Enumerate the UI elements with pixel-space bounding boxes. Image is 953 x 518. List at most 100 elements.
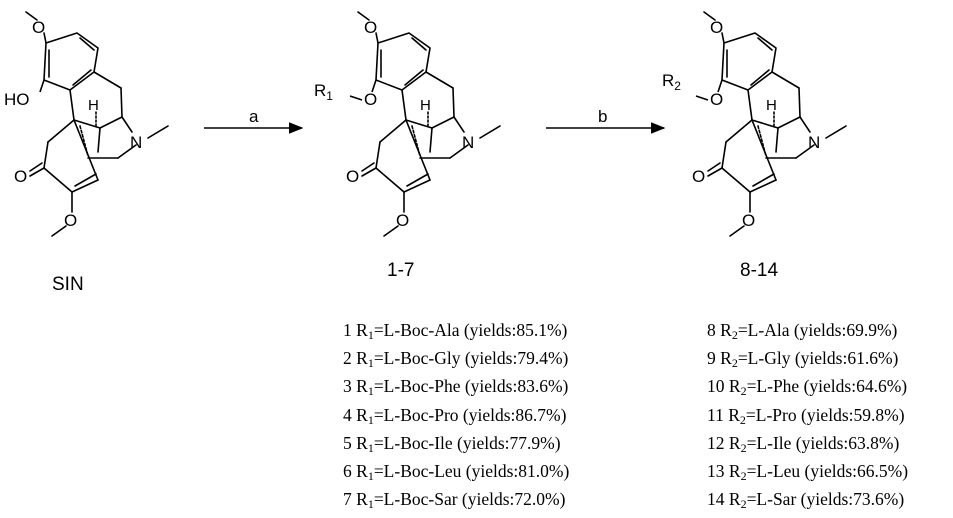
r-group-subscript: 1 <box>367 440 374 455</box>
r-group-subscript: 2 <box>731 328 738 342</box>
substituent-yield: =L-Gly (yields:61.6%) <box>737 348 899 369</box>
list-item: 7 R1=L-Boc-Sar (yields:72.0%) <box>343 485 569 513</box>
substituent-yield: =L-Leu (yields:66.5%) <box>746 460 909 481</box>
compound-list-8-14: 8 R2=L-Ala (yields:69.9%)9 R2=L-Gly (yie… <box>707 316 908 513</box>
atom-h: H <box>88 97 99 114</box>
list-item: 11 R2=L-Pro (yields:59.8%) <box>707 401 908 429</box>
substituent-yield: =L-Pro (yields:59.8%) <box>745 404 905 425</box>
r-group-symbol: R <box>356 404 368 425</box>
compound-number: 2 <box>343 348 352 369</box>
substituent-yield: =L-Ile (yields:63.8%) <box>746 432 900 453</box>
atom-h: H <box>766 97 777 114</box>
compound-number: 4 <box>343 404 352 425</box>
r-group-symbol: R <box>356 320 368 340</box>
molecule-8-14: O O R2 H N O O <box>662 11 847 237</box>
substituent-yield: =L-Phe (yields:64.6%) <box>746 376 908 397</box>
list-item: 3 R1=L-Boc-Phe (yields:83.6%) <box>343 372 569 400</box>
compound-number: 14 <box>707 489 725 510</box>
r-group-symbol: R <box>356 460 368 481</box>
molecule-1-7: O O R1 H N O O <box>314 11 501 237</box>
compound-number: 11 <box>707 404 724 425</box>
atom-o-top: O <box>710 18 723 37</box>
atom-ho: HO <box>4 90 30 109</box>
compound-number: 1 <box>343 320 352 340</box>
compound-number: 13 <box>707 460 725 481</box>
atom-o-top: O <box>364 18 377 37</box>
r-group-subscript: 2 <box>740 384 747 399</box>
atom-n: N <box>462 133 474 152</box>
step-a-label: a <box>249 107 259 126</box>
substituent-yield: =L-Boc-Sar (yields:72.0%) <box>373 489 566 510</box>
r-group-symbol: R <box>728 376 741 397</box>
compound-number: 5 <box>343 432 352 453</box>
compound-list-1-7: 1 R1=L-Boc-Ala (yields:85.1%)2 R1=L-Boc-… <box>343 316 569 513</box>
atom-o-carbonyl: O <box>14 167 27 186</box>
r-group-symbol: R <box>356 348 368 369</box>
step-b-label: b <box>598 107 607 126</box>
list-item: 12 R2=L-Ile (yields:63.8%) <box>707 429 908 457</box>
r-group-subscript: 1 <box>367 384 374 399</box>
list-item: 8 R2=L-Ala (yields:69.9%) <box>707 316 908 344</box>
substituent-yield: =L-Boc-Phe (yields:83.6%) <box>373 376 569 397</box>
list-item: 5 R1=L-Boc-Ile (yields:77.9%) <box>343 429 569 457</box>
atom-o-bottom: O <box>64 211 77 230</box>
compound-number: 12 <box>707 432 725 453</box>
list-item: 13 R2=L-Leu (yields:66.5%) <box>707 457 908 485</box>
atom-h: H <box>420 97 431 114</box>
atom-o-bottom: O <box>742 211 755 230</box>
label-sin: SIN <box>52 274 84 295</box>
r-group-subscript: 2 <box>731 356 738 371</box>
list-item: 10 R2=L-Phe (yields:64.6%) <box>707 372 908 400</box>
compound-number: 10 <box>707 376 725 397</box>
substituent-yield: =L-Boc-Leu (yields:81.0%) <box>373 460 570 481</box>
r-group-symbol: R <box>356 489 368 510</box>
substituent-yield: =L-Boc-Ala (yields:85.1%) <box>373 320 568 340</box>
atom-n: N <box>808 133 820 152</box>
list-item: 2 R1=L-Boc-Gly (yields:79.4%) <box>343 344 569 372</box>
compound-number: 6 <box>343 460 352 481</box>
atom-r1: R1 <box>314 81 333 103</box>
substituent-yield: =L-Ala (yields:69.9%) <box>737 320 898 340</box>
atom-n: N <box>130 133 142 152</box>
r-group-subscript: 1 <box>367 356 374 371</box>
r-group-subscript: 1 <box>367 497 374 512</box>
r-group-subscript: 1 <box>367 468 374 483</box>
r-group-subscript: 2 <box>739 412 746 427</box>
r-group-subscript: 1 <box>367 412 374 427</box>
list-item: 4 R1=L-Boc-Pro (yields:86.7%) <box>343 401 569 429</box>
compound-number: 7 <box>343 489 352 510</box>
r-group-symbol: R <box>728 460 741 481</box>
label-8-14: 8-14 <box>740 260 778 281</box>
list-item: 1 R1=L-Boc-Ala (yields:85.1%) <box>343 316 569 344</box>
atom-o-bottom: O <box>396 211 409 230</box>
substituent-yield: =L-Boc-Pro (yields:86.7%) <box>373 404 567 425</box>
r-group-symbol: R <box>356 432 368 453</box>
label-1-7: 1-7 <box>387 260 414 281</box>
r-group-symbol: R <box>720 348 732 369</box>
atom-o-carbonyl: O <box>692 167 705 186</box>
list-item: 6 R1=L-Boc-Leu (yields:81.0%) <box>343 457 569 485</box>
r-group-symbol: R <box>728 489 741 510</box>
atom-o-ester: O <box>710 90 723 109</box>
molecule-sin: O HO H N O O <box>4 11 169 237</box>
r-group-symbol: R <box>728 404 740 425</box>
atom-o-top: O <box>32 18 45 37</box>
r-group-subscript: 2 <box>740 497 747 512</box>
substituent-yield: =L-Sar (yields:73.6%) <box>746 489 905 510</box>
atom-o-ester: O <box>364 90 377 109</box>
atom-o-carbonyl: O <box>346 167 359 186</box>
substituent-yield: =L-Boc-Gly (yields:79.4%) <box>373 348 569 369</box>
r-group-subscript: 2 <box>740 440 747 455</box>
r-group-symbol: R <box>356 376 368 397</box>
atom-r2: R2 <box>662 71 681 93</box>
substituent-yield: =L-Boc-Ile (yields:77.9%) <box>373 432 561 453</box>
r-group-subscript: 1 <box>367 328 374 342</box>
list-item: 9 R2=L-Gly (yields:61.6%) <box>707 344 908 372</box>
compound-number: 9 <box>707 348 716 369</box>
list-item: 14 R2=L-Sar (yields:73.6%) <box>707 485 908 513</box>
compound-number: 8 <box>707 320 716 340</box>
r-group-symbol: R <box>728 432 741 453</box>
compound-number: 3 <box>343 376 352 397</box>
r-group-symbol: R <box>720 320 732 340</box>
